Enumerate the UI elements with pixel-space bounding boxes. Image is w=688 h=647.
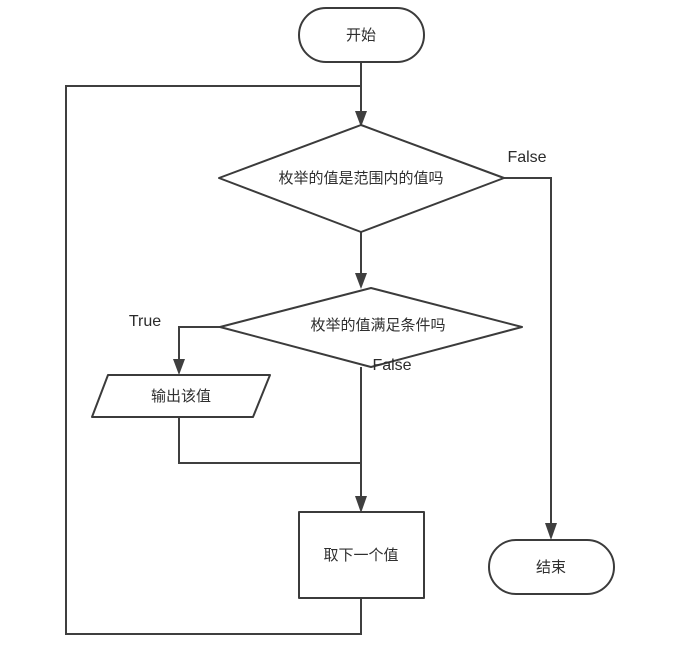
node-end[interactable]: 结束 [488,539,615,595]
edge-decision-range-false-to-end [504,177,557,540]
node-decision-range[interactable]: 枚举的值是范围内的值吗 [218,124,505,233]
arrow-head-icon [355,111,367,127]
edge-decision-condition-false-to-next-value [355,367,367,513]
node-start[interactable]: 开始 [298,7,425,63]
edge-label-condition-true: True [129,313,161,330]
process-shape [298,511,425,599]
edge-start-to-decision-range [355,62,367,127]
edge-label-condition-false: False [372,357,411,374]
edge-output-to-next-value [178,417,361,464]
edge-label-range-false: False [507,149,546,166]
edge-line [178,417,361,464]
node-end-label: 结束 [536,559,566,576]
edge-decision-condition-true-to-output [173,326,220,375]
parallelogram-shape [91,374,271,418]
decision-shape [219,287,523,368]
node-next-value-label: 取下一个值 [323,547,398,564]
edge-line [178,326,220,366]
terminator-shape [298,7,425,63]
node-decision-condition-label: 枚举的值满足条件吗 [310,317,445,334]
node-decision-range-label: 枚举的值是范围内的值吗 [278,170,443,187]
edge-line [65,85,362,635]
node-output-value-label: 输出该值 [151,388,211,405]
edge-decision-range-to-decision-condition [355,232,367,289]
decision-shape [218,124,505,233]
arrow-head-icon [355,496,367,513]
node-start-label: 开始 [346,27,376,44]
arrow-head-icon [545,523,557,540]
node-decision-condition[interactable]: 枚举的值满足条件吗 [219,287,523,368]
arrow-head-icon [355,273,367,289]
edge-next-value-to-decision-range-loop [65,85,362,635]
node-output-value[interactable]: 输出该值 [91,374,271,418]
arrow-head-icon [173,359,185,375]
edge-line [504,177,552,529]
terminator-shape [488,539,615,595]
node-next-value[interactable]: 取下一个值 [298,511,425,599]
